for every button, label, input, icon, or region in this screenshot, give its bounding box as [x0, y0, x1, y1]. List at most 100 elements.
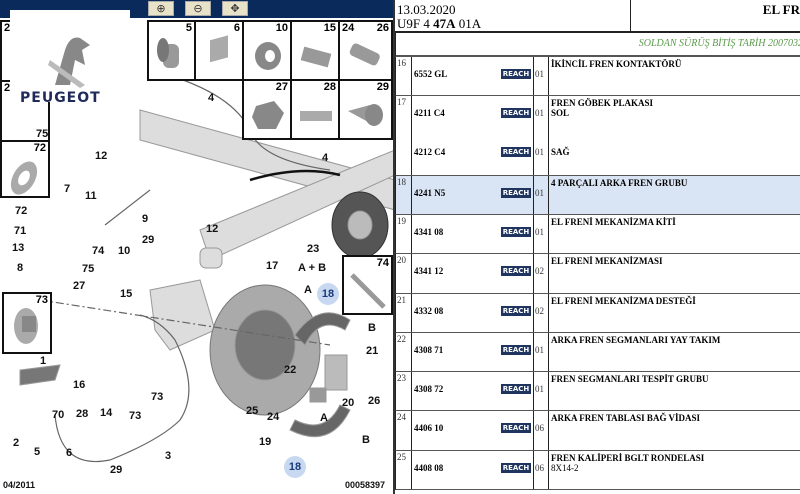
- callout-b[interactable]: B: [368, 322, 376, 334]
- pan-button[interactable]: ✥: [222, 1, 248, 16]
- callout-28[interactable]: 28: [76, 408, 89, 420]
- parts-list-panel: 13.03.2020 U9F 4 47A 01A EL FR SOLDAN SÜ…: [395, 0, 800, 494]
- inset-box-5[interactable]: 5: [147, 20, 196, 81]
- part-ref[interactable]: 4212 C4: [414, 147, 446, 157]
- peugeot-logo: PEUGEOT: [10, 10, 130, 106]
- quantity: 01: [535, 108, 544, 118]
- part-ref[interactable]: 4308 72: [414, 384, 444, 394]
- callout-7[interactable]: 7: [64, 183, 71, 195]
- part-ref[interactable]: 4241 N5: [414, 188, 446, 198]
- reach-badge[interactable]: REACH: [501, 463, 531, 473]
- part-ref[interactable]: 4308 71: [414, 345, 444, 355]
- callout-24[interactable]: 24: [267, 411, 280, 423]
- callout-5[interactable]: 5: [34, 446, 41, 458]
- reach-badge[interactable]: REACH: [501, 345, 531, 355]
- reach-badge[interactable]: REACH: [501, 384, 531, 394]
- callout-75[interactable]: 75: [82, 263, 95, 275]
- reach-badge[interactable]: REACH: [501, 306, 531, 316]
- part-ref[interactable]: 4406 10: [414, 423, 444, 433]
- callout-12[interactable]: 12: [206, 223, 219, 235]
- callout-a[interactable]: A: [320, 412, 328, 424]
- callout-3[interactable]: 3: [165, 450, 172, 462]
- callout-11[interactable]: 11: [85, 190, 97, 202]
- callout-14[interactable]: 14: [100, 407, 113, 419]
- callout-9[interactable]: 9: [142, 213, 149, 225]
- callout-a-plus-b[interactable]: A + B: [298, 262, 327, 274]
- inset-box-73[interactable]: 73: [2, 292, 52, 354]
- callout-29[interactable]: 29: [142, 234, 155, 246]
- callout-26[interactable]: 26: [368, 395, 381, 407]
- reach-badge[interactable]: REACH: [501, 108, 531, 118]
- callout-16[interactable]: 16: [73, 379, 86, 391]
- reach-badge[interactable]: REACH: [501, 266, 531, 276]
- reach-badge[interactable]: REACH: [501, 188, 531, 198]
- part-ref[interactable]: 4211 C4: [414, 108, 445, 118]
- row-number: 18: [397, 177, 406, 187]
- row-number: 25: [397, 452, 406, 462]
- callout-18-highlighted[interactable]: 18: [284, 456, 306, 478]
- callout-b[interactable]: B: [362, 434, 370, 446]
- callout-25[interactable]: 25: [246, 405, 259, 417]
- zoom-out-button[interactable]: ⊖: [185, 1, 211, 16]
- callout-22[interactable]: 22: [284, 364, 297, 376]
- inset-box-72[interactable]: 72: [0, 140, 50, 198]
- callout-74[interactable]: 74: [92, 245, 105, 257]
- inset-box-27[interactable]: 27: [242, 79, 292, 140]
- callout-72[interactable]: 72: [15, 205, 28, 217]
- callout-10[interactable]: 10: [118, 245, 131, 257]
- callout-71[interactable]: 71: [14, 225, 27, 237]
- callout-20[interactable]: 20: [342, 397, 355, 409]
- callout-18-highlighted[interactable]: 18: [317, 283, 339, 305]
- callout-4[interactable]: 4: [322, 152, 329, 164]
- part-ref[interactable]: 4341 12: [414, 266, 444, 276]
- part-ref[interactable]: 4341 08: [414, 227, 444, 237]
- reach-badge[interactable]: REACH: [501, 69, 531, 79]
- inset-box-28[interactable]: 28: [290, 79, 340, 140]
- callout-1[interactable]: 1: [40, 355, 47, 367]
- inset-box-74[interactable]: 74: [342, 255, 393, 315]
- callout-a[interactable]: A: [304, 284, 312, 296]
- parts-header: 13.03.2020 U9F 4 47A 01A EL FR: [395, 0, 800, 33]
- reach-badge[interactable]: REACH: [501, 423, 531, 433]
- callout-2[interactable]: 2: [13, 437, 20, 449]
- reach-badge[interactable]: REACH: [501, 227, 531, 237]
- inset-box-29[interactable]: 29: [338, 79, 393, 140]
- callout-27[interactable]: 27: [73, 280, 86, 292]
- part-ref[interactable]: 6552 GL: [414, 69, 448, 79]
- callout-8[interactable]: 8: [17, 262, 24, 274]
- callout-4[interactable]: 4: [208, 92, 215, 104]
- inset-box-6[interactable]: 6: [194, 20, 244, 81]
- callout-13[interactable]: 13: [12, 242, 25, 254]
- quantity: 01: [535, 69, 544, 79]
- inset-box-10[interactable]: 10: [242, 20, 292, 81]
- callout-19[interactable]: 19: [259, 436, 272, 448]
- callout-73[interactable]: 73: [129, 410, 142, 422]
- callout-21[interactable]: 21: [366, 345, 379, 357]
- callout-12[interactable]: 12: [95, 150, 108, 162]
- callout-29[interactable]: 29: [110, 464, 123, 476]
- callout-15[interactable]: 15: [120, 288, 133, 300]
- callout-70[interactable]: 70: [52, 409, 65, 421]
- callout-6[interactable]: 6: [66, 447, 73, 459]
- callout-17[interactable]: 17: [266, 260, 279, 272]
- part-ref[interactable]: 4332 08: [414, 306, 444, 316]
- inset-box-15[interactable]: 15: [290, 20, 340, 81]
- callout-23[interactable]: 23: [307, 243, 320, 255]
- part-ref[interactable]: 4408 08: [414, 463, 444, 473]
- reach-badge[interactable]: REACH: [501, 147, 531, 157]
- zoom-in-button[interactable]: ⊕: [148, 1, 174, 16]
- callout-73[interactable]: 73: [151, 391, 164, 403]
- quantity: 06: [535, 423, 544, 433]
